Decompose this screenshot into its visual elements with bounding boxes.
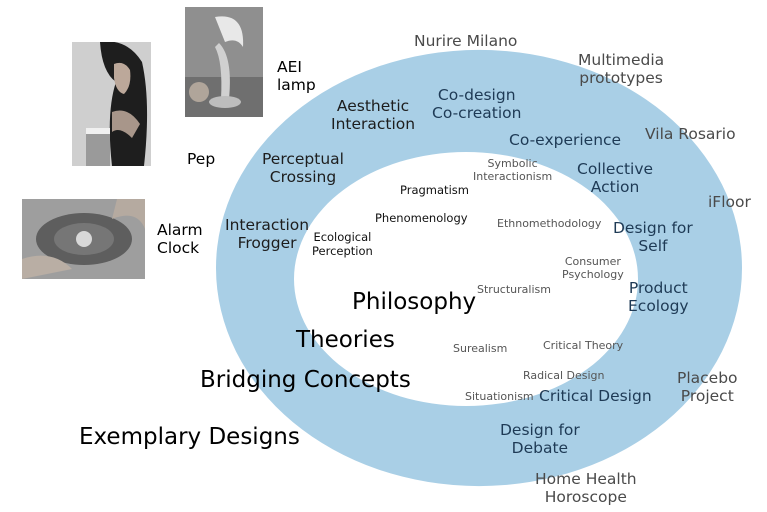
phenomenology-label: Phenomenology — [375, 211, 468, 225]
symbolic-line2: Interactionism — [473, 169, 553, 183]
alarm-line1: Alarm — [157, 221, 203, 239]
bridging-concepts-heading: Bridging Concepts — [200, 367, 411, 393]
frogger-line1: Interaction — [225, 216, 310, 234]
design-for-debate-label: Design for Debate — [500, 421, 580, 458]
vila-rosario-label: Vila Rosario — [645, 125, 736, 143]
aesthetic-interaction-label: Aesthetic Interaction — [331, 97, 415, 134]
codesign-line1: Co-design — [437, 86, 516, 104]
alarm-line2: Clock — [157, 239, 200, 258]
ifloor-label: iFloor — [708, 193, 751, 211]
product-ecology-label: Product Ecology — [628, 279, 689, 316]
alarm-clock-photo — [22, 199, 145, 279]
structuralism-label: Structuralism — [477, 283, 551, 296]
co-design-label: Co-design Co-creation — [432, 86, 521, 123]
radical-design-label: Radical Design — [523, 369, 605, 382]
codesign-line2: Co-creation — [432, 104, 522, 123]
pep-photo — [72, 42, 151, 166]
collective-line1: Collective — [577, 160, 654, 178]
self-line2: Self — [638, 237, 668, 256]
theories-heading: Theories — [296, 327, 395, 353]
frogger-line2: Frogger — [237, 234, 297, 253]
perceptual-line1: Perceptual — [262, 150, 344, 168]
collective-line2: Action — [590, 178, 640, 197]
symbolic-line1: Symbolic — [487, 157, 538, 170]
multimedia-prototypes-label: Multimedia prototypes — [578, 51, 664, 88]
consumer-line1: Consumer — [564, 255, 621, 268]
debate-line1: Design for — [500, 421, 580, 439]
nurire-milano-label: Nurire Milano — [414, 32, 518, 50]
interaction-frogger-label: Interaction Frogger — [225, 216, 309, 253]
ethnomethodology-label: Ethnomethodology — [497, 217, 602, 230]
pep-label: Pep — [187, 150, 216, 168]
product-line1: Product — [628, 279, 688, 297]
aei-lamp-label: AEI lamp — [277, 58, 316, 95]
collective-action-label: Collective Action — [577, 160, 653, 197]
product-line2: Ecology — [628, 297, 689, 316]
aesthetic-line1: Aesthetic — [336, 97, 410, 115]
debate-line2: Debate — [511, 439, 569, 458]
multimedia-line2: prototypes — [579, 69, 663, 88]
aei-line2: lamp — [277, 76, 316, 95]
aei-lamp-photo — [185, 7, 263, 117]
home-health-horoscope-label: Home Health Horoscope — [535, 470, 637, 507]
home-line2: Horoscope — [544, 488, 627, 507]
ecological-line1: Ecological — [313, 230, 372, 244]
surealism-label: Surealism — [453, 342, 508, 355]
aei-line1: AEI — [277, 58, 302, 76]
ecological-line2: Perception — [312, 243, 373, 258]
co-experience-label: Co-experience — [509, 131, 622, 149]
critical-theory-label: Critical Theory — [543, 339, 624, 352]
self-line1: Design for — [613, 219, 693, 237]
perceptual-line2: Crossing — [269, 168, 337, 187]
exemplary-designs-heading: Exemplary Designs — [79, 424, 300, 450]
critical-design-label: Critical Design — [539, 387, 652, 405]
situationism-label: Situationism — [465, 390, 534, 403]
consumer-psychology-label: Consumer Psychology — [562, 255, 624, 282]
pragmatism-label: Pragmatism — [400, 183, 469, 197]
aesthetic-line2: Interaction — [331, 115, 416, 134]
placebo-line2: Project — [680, 387, 734, 406]
ecological-perception-label: Ecological Perception — [312, 230, 373, 258]
alarm-clock-label: Alarm Clock — [157, 221, 203, 258]
design-for-self-label: Design for Self — [613, 219, 693, 256]
consumer-line2: Psychology — [562, 267, 624, 281]
placebo-line1: Placebo — [677, 369, 738, 387]
placebo-project-label: Placebo Project — [677, 369, 738, 406]
philosophy-heading: Philosophy — [352, 289, 477, 315]
home-line1: Home Health — [535, 470, 637, 488]
symbolic-interactionism-label: Symbolic Interactionism — [473, 157, 553, 184]
multimedia-line1: Multimedia — [578, 51, 665, 69]
perceptual-crossing-label: Perceptual Crossing — [262, 150, 344, 187]
